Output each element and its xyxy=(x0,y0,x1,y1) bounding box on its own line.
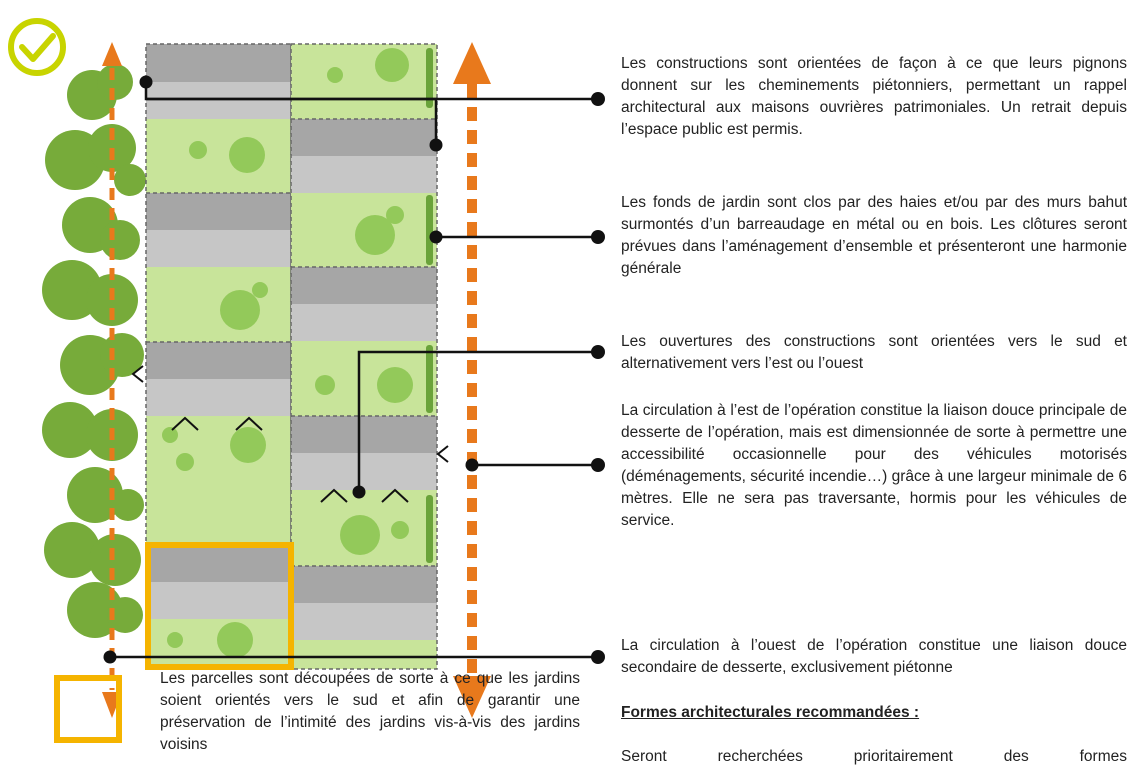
leader-dots xyxy=(103,75,605,664)
opening-chevrons xyxy=(131,365,449,503)
west-parcels xyxy=(145,43,292,670)
section-heading: Formes architecturales recommandées : xyxy=(621,704,920,721)
check-circle-icon xyxy=(8,18,66,76)
east-parcels xyxy=(290,43,438,670)
annotation-east-circulation: La circulation à l’est de l’opération co… xyxy=(621,402,1127,529)
legend-text: Les parcelles sont découpées de sorte à … xyxy=(160,670,580,753)
west-hedge-trees xyxy=(42,64,146,638)
east-path-arrow xyxy=(453,42,491,718)
legend-parcel-swatch xyxy=(54,675,122,743)
annotation-openings: Les ouvertures des constructions sont or… xyxy=(621,333,1127,372)
highlighted-parcel xyxy=(145,542,294,670)
annotation-garden-fences: Les fonds de jardin sont clos par des ha… xyxy=(621,194,1127,277)
annotation-west-circulation: La circulation à l’ouest de l’opération … xyxy=(621,637,1127,676)
section-body: Seront recherchées prioritairement des f… xyxy=(621,748,1127,765)
leader-lines xyxy=(110,82,598,659)
annotation-gables: Les constructions sont orientées de faço… xyxy=(621,55,1127,138)
